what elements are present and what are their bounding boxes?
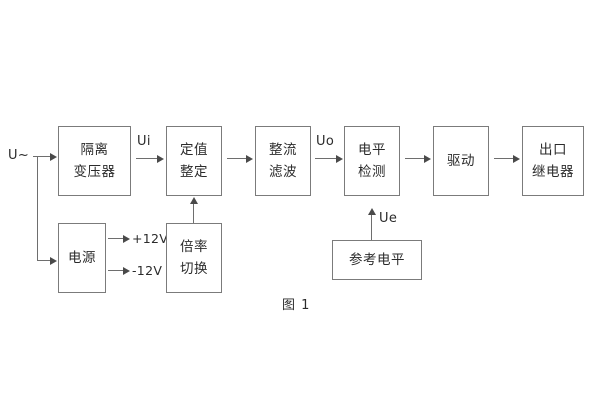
arrow-into-power-supply [50, 256, 57, 265]
input-trunk-vertical [37, 156, 39, 261]
block-level-detect-line2: 检测 [358, 163, 386, 180]
block-level-detect[interactable]: 电平 检测 [344, 126, 400, 196]
block-isolation-transformer-line2: 变压器 [73, 163, 116, 180]
arrow-multiplier-to-setting [189, 197, 198, 204]
block-rectify-filter[interactable]: 整流 滤波 [255, 126, 311, 196]
block-multiplier-switch-line1: 倍率 [180, 239, 208, 256]
block-reference-level-line1: 参考电平 [349, 251, 405, 268]
line-rectify-to-level-detect [315, 158, 337, 160]
arrow-isolation-to-setting [157, 154, 164, 163]
line-rail-positive [108, 238, 125, 240]
arrow-level-detect-to-drive [424, 154, 431, 163]
block-reference-level[interactable]: 参考电平 [332, 240, 422, 280]
line-isolation-to-setting [136, 158, 158, 160]
arrow-rectify-to-level-detect [336, 154, 343, 163]
block-output-relay-line2: 继电器 [532, 163, 574, 180]
arrow-reference-to-level-detect [367, 208, 376, 215]
arrow-rail-negative [123, 266, 130, 275]
uo-label: Uo [316, 134, 335, 149]
block-output-relay-line1: 出口 [539, 142, 567, 159]
rail-negative-label: -12V [132, 263, 163, 278]
line-reference-to-level-detect [371, 215, 373, 240]
line-drive-to-output-relay [494, 158, 515, 160]
block-isolation-transformer[interactable]: 隔离 变压器 [58, 126, 131, 196]
block-output-relay[interactable]: 出口 继电器 [522, 126, 584, 196]
input-trunk-stub [33, 156, 39, 158]
block-rectify-filter-line1: 整流 [269, 142, 297, 159]
block-rectify-filter-line2: 滤波 [269, 163, 297, 180]
branch-to-power-supply [37, 260, 51, 262]
block-setting-value[interactable]: 定值 整定 [166, 126, 222, 196]
arrow-into-isolation-transformer [50, 152, 57, 161]
arrow-setting-to-rectify [246, 154, 253, 163]
block-drive[interactable]: 驱动 [433, 126, 489, 196]
block-multiplier-switch[interactable]: 倍率 切换 [166, 223, 222, 293]
block-power-supply-line1: 电源 [68, 249, 96, 266]
line-setting-to-rectify [227, 158, 248, 160]
line-rail-negative [108, 270, 125, 272]
branch-to-isolation-transformer [37, 156, 51, 158]
arrow-drive-to-output-relay [513, 154, 520, 163]
ui-label: Ui [137, 134, 151, 149]
block-setting-value-line1: 定值 [180, 142, 208, 159]
block-level-detect-line1: 电平 [358, 142, 386, 159]
block-drive-line1: 驱动 [447, 152, 475, 169]
input-source-label: U~ [8, 148, 30, 163]
block-power-supply[interactable]: 电源 [58, 223, 106, 293]
line-level-detect-to-drive [405, 158, 426, 160]
arrow-rail-positive [123, 234, 130, 243]
rail-positive-label: +12V [132, 231, 169, 246]
line-multiplier-to-setting [193, 204, 195, 223]
ue-label: Ue [379, 211, 398, 226]
figure-caption: 图 1 [282, 298, 311, 313]
block-multiplier-switch-line2: 切换 [180, 260, 208, 277]
block-setting-value-line2: 整定 [180, 163, 208, 180]
block-isolation-transformer-line1: 隔离 [80, 142, 109, 159]
